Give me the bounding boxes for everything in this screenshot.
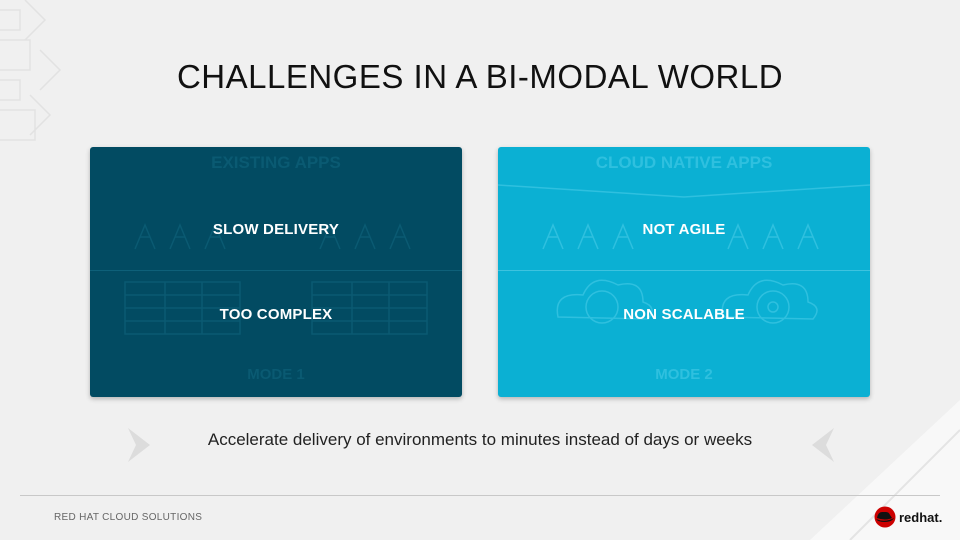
card-cloud-native-apps: CLOUD NATIVE APPS NOT AGILE NON SCALABLE… bbox=[498, 147, 870, 397]
card-existing-apps: EXISTING APPS SLOW DELIVERY TOO COMPLEX … bbox=[90, 147, 462, 397]
background-pattern bbox=[0, 0, 62, 141]
card-header: EXISTING APPS bbox=[211, 153, 341, 172]
watermark-servers bbox=[124, 223, 428, 335]
label-slow-delivery: SLOW DELIVERY bbox=[212, 221, 340, 238]
card-divider bbox=[498, 270, 870, 271]
chevron-left-icon bbox=[812, 428, 834, 462]
slide-title: CHALLENGES IN A BI-MODAL WORLD bbox=[176, 58, 784, 95]
tagline: Accelerate delivery of environments to m… bbox=[207, 430, 753, 449]
card-divider bbox=[90, 270, 462, 271]
chevron-right-icon bbox=[128, 428, 150, 462]
footer-text: RED HAT CLOUD SOLUTIONS bbox=[54, 512, 203, 523]
background-diagonal bbox=[810, 400, 960, 540]
card-header: CLOUD NATIVE APPS bbox=[595, 153, 773, 172]
label-too-complex: TOO COMPLEX bbox=[219, 306, 333, 323]
card-footer: MODE 1 bbox=[247, 366, 305, 383]
label-not-agile: NOT AGILE bbox=[642, 221, 726, 238]
footer-divider bbox=[20, 495, 940, 496]
watermark-clouds bbox=[498, 184, 870, 324]
card-footer: MODE 2 bbox=[655, 366, 713, 383]
label-non-scalable: NON SCALABLE bbox=[623, 306, 745, 323]
brand-wordmark: redhat. bbox=[899, 510, 943, 525]
red-hat-logo-icon bbox=[874, 506, 896, 528]
brand-logo: redhat. bbox=[873, 506, 943, 530]
